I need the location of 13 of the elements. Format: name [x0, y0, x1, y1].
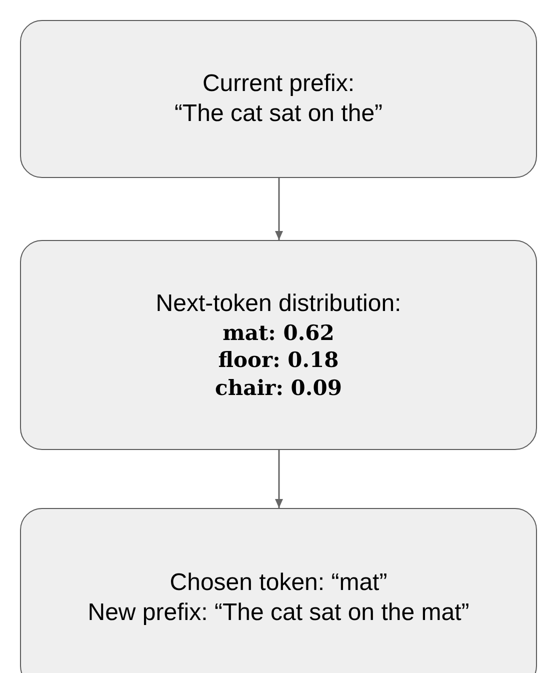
- box-text: “The cat sat on the”: [174, 99, 383, 129]
- box-text: Chosen token: “mat”: [170, 568, 388, 598]
- process-box: [20, 508, 537, 673]
- arrow: [275, 178, 283, 240]
- box-text: Next-token distribution:: [156, 289, 402, 320]
- process-box: [20, 240, 537, 450]
- probability-text: floor: 0.18: [218, 346, 339, 374]
- process-box: [20, 20, 537, 178]
- box-text: Current prefix:: [202, 69, 355, 99]
- arrow: [275, 450, 283, 508]
- probability-text: chair: 0.09: [215, 374, 342, 401]
- probability-text: mat: 0.62: [222, 319, 334, 346]
- box-text: New prefix: “The cat sat on the mat”: [88, 598, 470, 628]
